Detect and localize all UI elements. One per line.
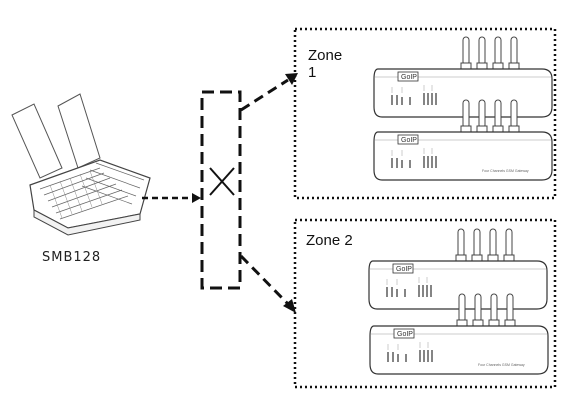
zone-1-title-line1: Zone bbox=[308, 47, 343, 64]
arrowhead bbox=[283, 299, 296, 313]
goip-gateway: GoIP bbox=[368, 228, 548, 310]
svg-text:GoIP: GoIP bbox=[396, 266, 412, 273]
svg-text:Four Channels GSM Gateway: Four Channels GSM Gateway bbox=[478, 363, 525, 367]
zone-2-box bbox=[293, 218, 557, 389]
svg-text:GoIP: GoIP bbox=[401, 137, 417, 144]
arrow-to-zone-1 bbox=[240, 78, 289, 112]
zone-2-title: Zone 2 bbox=[306, 232, 353, 249]
arrowhead bbox=[192, 193, 201, 203]
arrow-to-zone-2 bbox=[239, 254, 290, 306]
switch-box bbox=[200, 90, 242, 290]
device-label: SMB128 bbox=[42, 250, 102, 265]
goip-gateway: GoIP Four Channels GSM Gateway bbox=[369, 293, 549, 375]
svg-text:GoIP: GoIP bbox=[397, 331, 413, 338]
svg-text:Four Channels GSM Gateway: Four Channels GSM Gateway bbox=[482, 169, 529, 173]
goip-gateway: GoIP Four Channels GSM Gateway bbox=[373, 99, 553, 181]
zone-2-title-line1: Zone 2 bbox=[306, 232, 353, 249]
zone-1-box bbox=[293, 27, 557, 200]
zone-1-title-line2: 1 bbox=[308, 64, 317, 81]
zone-1-title: Zone 1 bbox=[308, 47, 342, 81]
goip-gateway: GoIP bbox=[373, 36, 553, 118]
smb128-device-icon bbox=[11, 93, 151, 236]
svg-text:GoIP: GoIP bbox=[401, 74, 417, 81]
cross-icon bbox=[209, 167, 235, 196]
